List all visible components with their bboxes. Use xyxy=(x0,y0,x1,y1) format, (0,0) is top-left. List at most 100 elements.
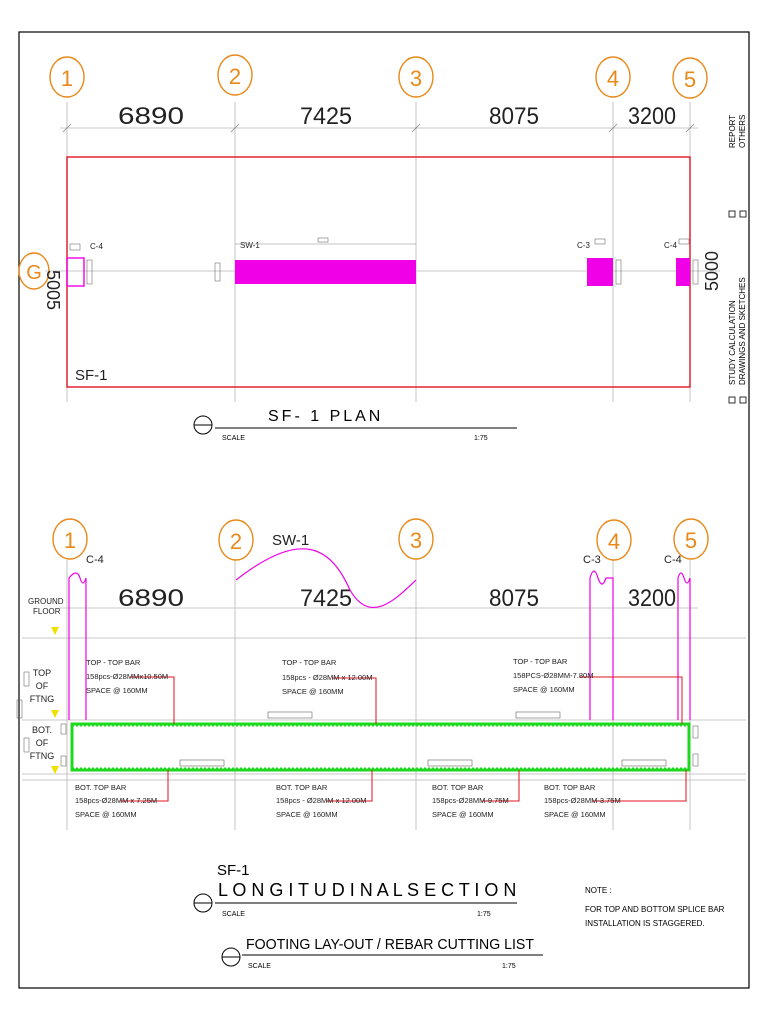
svg-text:G: G xyxy=(26,262,42,284)
svg-text:2: 2 xyxy=(230,529,242,554)
side-panel-others: OTHERS xyxy=(738,115,747,148)
top-bar-1-space: SPACE @ 160MM xyxy=(86,686,148,695)
ground-floor-label-1: GROUND xyxy=(28,597,64,606)
top-bar-1-title: TOP - TOP BAR xyxy=(86,658,141,667)
side-panel-study: STUDY CALCULATION xyxy=(728,300,737,385)
svg-text:4: 4 xyxy=(608,529,620,554)
plan-grid-lines xyxy=(45,102,720,402)
plan-left-dimension: 5005 xyxy=(43,270,63,310)
bot-bar-4-space: SPACE @ 160MM xyxy=(544,810,606,819)
plan-grid-bubble-5: 5 xyxy=(672,57,708,99)
section-view: 1 2 3 4 5 6890 7425 8075 3200 C-4 SW-1 C… xyxy=(16,518,746,830)
section-vertical-dims xyxy=(16,671,699,767)
bottom-of-footing-label: BOT. OF FTNG xyxy=(30,725,55,761)
section-title: L O N G I T U D I N A L S E C T I O N xyxy=(218,880,516,900)
section-col-sw1: SW-1 xyxy=(272,532,309,549)
section-grid-bubble-1: 1 xyxy=(52,518,88,560)
svg-text:OF: OF xyxy=(36,738,49,748)
svg-text:1: 1 xyxy=(64,528,76,553)
section-footing-label: SF-1 xyxy=(217,862,250,879)
checkbox-report xyxy=(728,210,736,218)
note-line-2: INSTALLATION IS STAGGERED. xyxy=(585,919,705,928)
footer-scale-value: 1:75 xyxy=(502,963,516,970)
section-span-dimensions: 6890 7425 8075 3200 xyxy=(118,585,676,612)
bottom-of-footing-marker xyxy=(51,766,59,774)
plan-title-block: SF- 1 PLAN SCALE 1:75 xyxy=(193,408,517,442)
side-panel: REPORT OTHERS STUDY CALCULATION DRAWINGS… xyxy=(728,115,747,404)
bot-bar-4-title: BOT. TOP BAR xyxy=(544,783,596,792)
section-footing-rebar-cage xyxy=(70,722,691,772)
svg-text:4: 4 xyxy=(607,66,619,91)
section-grid-bubble-4: 4 xyxy=(596,519,632,561)
side-panel-drawings: DRAWINGS AND SKETCHES xyxy=(738,277,747,385)
footer-title: FOOTING LAY-OUT / REBAR CUTTING LIST xyxy=(246,936,534,953)
section-col-c3: C-3 xyxy=(583,554,601,566)
plan-right-dimension: 5000 xyxy=(702,251,722,291)
plan-scale-value: 1:75 xyxy=(474,435,488,442)
plan-span-3-4: 8075 xyxy=(489,103,539,130)
bot-bar-3-spec: 158pcs-Ø28MM-9.75M xyxy=(432,796,509,805)
section-scale-label: SCALE xyxy=(222,911,245,918)
plan-grid-bubble-1: 1 xyxy=(49,56,85,98)
svg-text:BOT.: BOT. xyxy=(32,725,52,735)
checkbox-study xyxy=(728,396,736,404)
plan-span-4-5: 3200 xyxy=(628,103,676,130)
checkbox-others xyxy=(739,210,747,218)
svg-text:FTNG: FTNG xyxy=(30,751,55,761)
section-col-c4-left: C-4 xyxy=(86,554,104,566)
top-bar-2-space: SPACE @ 160MM xyxy=(282,687,344,696)
rebar-leader-lines xyxy=(120,676,687,802)
bot-bar-4-spec: 158pcs-Ø28MM-3.75M xyxy=(544,796,621,805)
svg-text:C-3: C-3 xyxy=(577,241,590,250)
plan-grid-bubble-4: 4 xyxy=(595,56,631,98)
bot-bar-3-space: SPACE @ 160MM xyxy=(432,810,494,819)
top-bar-3-title: TOP - TOP BAR xyxy=(513,657,568,666)
checkbox-drawings xyxy=(739,396,747,404)
plan-dimension-ticks xyxy=(62,123,695,133)
plan-view: 1 2 3 4 5 G 6890 7425 8075 3200 xyxy=(18,54,722,402)
svg-text:OF: OF xyxy=(36,681,49,691)
note-heading: NOTE : xyxy=(585,886,612,895)
bot-bar-3-title: BOT. TOP BAR xyxy=(432,783,484,792)
plan-column-c3: C-3 xyxy=(577,238,622,286)
svg-text:C-4: C-4 xyxy=(90,242,103,251)
note-block: NOTE : FOR TOP AND BOTTOM SPLICE BAR INS… xyxy=(585,886,725,928)
plan-shear-wall-sw1: SW-1 xyxy=(214,237,416,284)
section-span-4-5: 3200 xyxy=(628,585,676,612)
top-bar-2-spec: 158pcs - Ø28MM x 12.00M xyxy=(282,673,372,682)
bottom-bar-callouts: BOT. TOP BAR 158pcs-Ø28MM x 7.25M SPACE … xyxy=(75,783,621,819)
plan-span-2-3: 7425 xyxy=(300,103,352,130)
svg-text:5: 5 xyxy=(684,67,696,92)
svg-text:FTNG: FTNG xyxy=(30,694,55,704)
plan-grid-bubble-g: G xyxy=(18,252,50,290)
section-title-block: SF-1 L O N G I T U D I N A L S E C T I O… xyxy=(193,862,517,918)
bot-bar-1-spec: 158pcs-Ø28MM x 7.25M xyxy=(75,796,157,805)
plan-span-dimensions: 6890 7425 8075 3200 xyxy=(118,103,676,130)
svg-text:1: 1 xyxy=(61,66,73,91)
svg-text:3: 3 xyxy=(410,66,422,91)
top-of-footing-marker xyxy=(51,710,59,718)
plan-column-c4-left: C-4 xyxy=(66,242,103,287)
section-grid-bubble-5: 5 xyxy=(673,518,709,560)
top-bar-3-space: SPACE @ 160MM xyxy=(513,685,575,694)
bot-bar-2-spec: 158pcs - Ø28MM x 12.00M xyxy=(276,796,366,805)
footer-title-block: FOOTING LAY-OUT / REBAR CUTTING LIST SCA… xyxy=(221,936,543,970)
plan-grid-bubble-3: 3 xyxy=(398,56,434,98)
section-span-1-2: 6890 xyxy=(118,585,184,612)
splice-markers xyxy=(179,711,667,767)
top-bar-2-title: TOP - TOP BAR xyxy=(282,658,337,667)
svg-text:TOP: TOP xyxy=(33,668,51,678)
svg-text:C-4: C-4 xyxy=(664,241,677,250)
section-col-c4-right: C-4 xyxy=(664,554,682,566)
section-span-2-3: 7425 xyxy=(300,585,352,612)
top-of-footing-label: TOP OF FTNG xyxy=(30,668,55,704)
footer-scale-label: SCALE xyxy=(248,963,271,970)
plan-span-1-2: 6890 xyxy=(118,103,184,130)
top-bar-callouts: TOP - TOP BAR 158pcs-Ø28MMx10.50M SPACE … xyxy=(86,657,593,696)
svg-text:2: 2 xyxy=(229,64,241,89)
bot-bar-2-title: BOT. TOP BAR xyxy=(276,783,328,792)
svg-text:3: 3 xyxy=(410,528,422,553)
plan-grid-bubble-2: 2 xyxy=(217,54,253,96)
